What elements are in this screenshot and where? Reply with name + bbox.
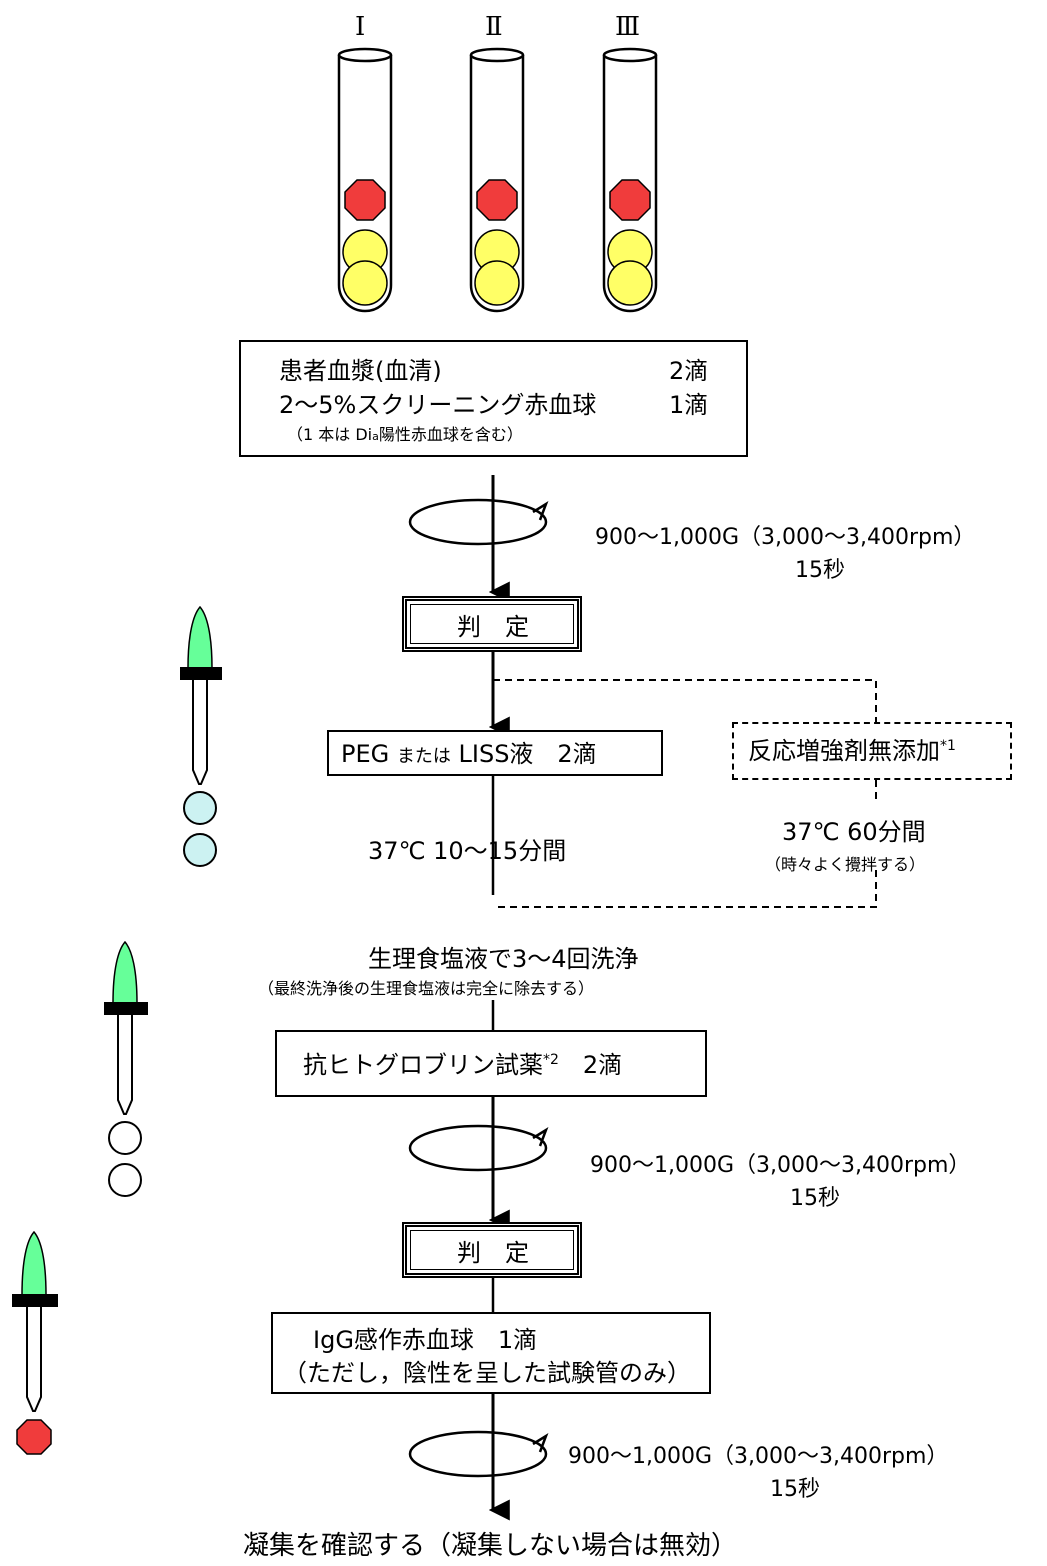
centrifuge-rotation-icon-3: [408, 1430, 549, 1478]
branch-dashed-line-top: [493, 679, 877, 722]
branch-dashed-line-return: [493, 870, 877, 908]
tube-label-3: Ⅲ: [615, 12, 641, 42]
dropper-icon-1: [180, 605, 222, 867]
test-tube-1-icon: [337, 47, 393, 313]
centrifuge-rotation-icon-2: [408, 1124, 549, 1172]
wash-note: （最終洗浄後の生理食塩液は完全に除去する）: [258, 979, 595, 998]
centrifuge-speed-3: 900～1,000G（3,000～3,400rpm）: [568, 1444, 949, 1469]
peg-liss-text: PEG または LISS液 2滴: [341, 740, 597, 768]
dropper-icon-2: [104, 940, 148, 1197]
test-tube-3-icon: [602, 47, 658, 313]
wash-main: 生理食塩液で3～4回洗浄: [368, 945, 639, 973]
tube-label-2: Ⅱ: [485, 12, 503, 42]
incubation-alt-note: （時々よく攪拌する）: [765, 855, 926, 874]
judge-box-2: 判 定: [402, 1222, 582, 1278]
incubation-alt: 37℃ 60分間: [782, 818, 926, 846]
step1-box: 患者血漿(血清) 2滴 2～5%スクリーニング赤血球 1滴 （1 本は Dia陽…: [239, 340, 748, 457]
step1-note: （1 本は Dia陽性赤血球を含む）: [287, 425, 523, 444]
igg-sensitized-box: IgG感作赤血球 1滴 （ただし，陰性を呈した試験管のみ）: [271, 1312, 711, 1394]
centrifuge-time-1: 15秒: [795, 558, 845, 583]
step1-line2-text: 2～5%スクリーニング赤血球: [279, 391, 597, 419]
peg-liss-box: PEG または LISS液 2滴: [327, 730, 663, 776]
centrifuge-speed-2: 900～1,000G（3,000～3,400rpm）: [590, 1153, 971, 1178]
step1-line1-drops: 2滴: [669, 357, 709, 385]
dropper-icon-3: [12, 1230, 58, 1455]
igg-line1: IgG感作赤血球 1滴: [313, 1326, 538, 1354]
test-tube-2-icon: [469, 47, 525, 313]
tube-label-1: Ⅰ: [355, 12, 366, 42]
judge-label-1: 判 定: [457, 613, 529, 641]
igg-line2: （ただし，陰性を呈した試験管のみ）: [283, 1359, 691, 1387]
centrifuge-time-2: 15秒: [790, 1186, 840, 1211]
judge-box-1: 判 定: [402, 596, 582, 652]
step1-line1-text: 患者血漿(血清): [279, 357, 442, 385]
anti-human-globulin-box: 抗ヒトグロブリン試薬*2 2滴: [275, 1030, 707, 1097]
centrifuge-time-3: 15秒: [770, 1477, 820, 1502]
no-enhancer-box: 反応増強剤無添加*1: [732, 722, 1012, 780]
centrifuge-rotation-icon-1: [408, 498, 549, 546]
anti-human-globulin-text: 抗ヒトグロブリン試薬*2 2滴: [303, 1051, 623, 1079]
no-enhancer-text: 反応増強剤無添加*1: [748, 737, 956, 765]
centrifuge-speed-1: 900～1,000G（3,000～3,400rpm）: [595, 525, 976, 550]
incubation-main: 37℃ 10～15分間: [368, 837, 567, 865]
step1-line2-drops: 1滴: [669, 391, 709, 419]
final-instruction: 凝集を確認する（凝集しない場合は無効）: [243, 1531, 738, 1561]
judge-label-2: 判 定: [457, 1239, 529, 1267]
